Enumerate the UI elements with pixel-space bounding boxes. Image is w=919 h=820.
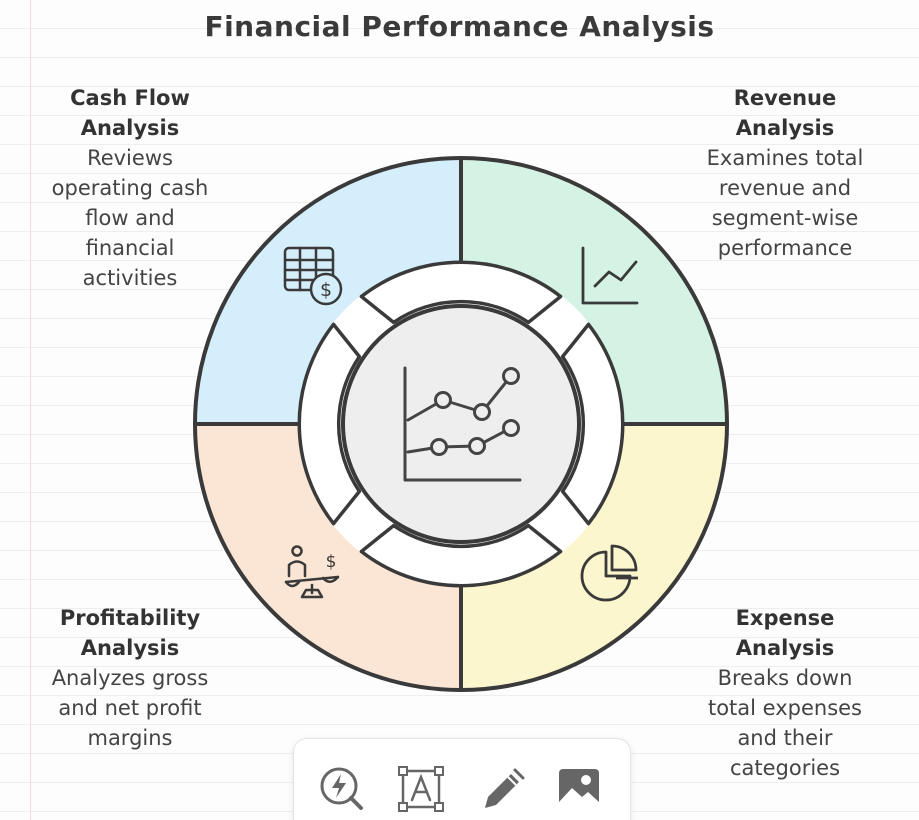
expense-desc-line: total expenses [707, 696, 863, 720]
expense-desc-line: categories [729, 756, 841, 780]
cash-flow-desc-line: activities [82, 266, 178, 290]
revenue-title-line2: Analysis [735, 116, 835, 140]
expense-desc-line: and their [737, 726, 833, 750]
arc-segment-left [297, 322, 362, 526]
profitability-title-line2: Analysis [80, 636, 180, 660]
svg-text:$: $ [320, 279, 332, 301]
page-title: Financial Performance Analysis [204, 10, 715, 43]
profitability-block: Profitability Analysis Analyzes gross an… [30, 603, 230, 753]
spreadsheet-dollar-icon: $ [283, 246, 343, 306]
cash-flow-desc-line: financial [85, 236, 175, 260]
revenue-desc-line: segment-wise [711, 206, 859, 230]
arc-segment-bottom [359, 523, 563, 588]
cash-flow-desc-line: operating cash [51, 176, 209, 200]
revenue-title-line1: Revenue [733, 86, 837, 110]
person-scale-dollar-icon: $ [284, 545, 340, 599]
profitability-title-line1: Profitability [59, 606, 201, 630]
expense-desc-line: Breaks down [717, 666, 853, 690]
cash-flow-desc-line: flow and [85, 206, 175, 230]
revenue-desc-line: performance [717, 236, 853, 260]
arc-segment-right [560, 322, 625, 526]
svg-text:$: $ [326, 552, 337, 572]
pen-button[interactable] [472, 761, 528, 817]
revenue-desc-line: Examines total [706, 146, 864, 170]
expense-title-line1: Expense [735, 606, 835, 630]
image-icon [559, 769, 599, 807]
arc-segment-top [359, 260, 563, 325]
bottom-toolbar [293, 738, 631, 820]
cash-flow-title-line2: Analysis [80, 116, 180, 140]
lightning-search-button[interactable] [314, 761, 370, 817]
profitability-desc-line: Analyzes gross [51, 666, 209, 690]
pen-icon [485, 768, 525, 808]
multi-line-chart-icon [403, 366, 522, 482]
revenue-desc-line: revenue and [718, 176, 852, 200]
lightning-search-icon [320, 767, 363, 810]
profitability-desc-line: and net profit [58, 696, 202, 720]
profitability-desc-line: margins [87, 726, 173, 750]
text-box-button[interactable] [393, 761, 449, 817]
expense-block: Expense Analysis Breaks down total expen… [685, 603, 885, 783]
cash-flow-desc-line: Reviews [87, 146, 173, 170]
line-chart-icon [581, 246, 639, 305]
image-button[interactable] [551, 761, 607, 817]
cash-flow-title-line1: Cash Flow [70, 86, 190, 110]
expense-title-line2: Analysis [735, 636, 835, 660]
revenue-block: Revenue Analysis Examines total revenue … [685, 83, 885, 263]
cash-flow-block: Cash Flow Analysis Reviews operating cas… [30, 83, 230, 293]
text-box-icon [398, 766, 444, 812]
center-circle[interactable] [341, 304, 581, 544]
notebook-margin-line [30, 0, 31, 820]
pie-chart-icon [580, 544, 638, 602]
